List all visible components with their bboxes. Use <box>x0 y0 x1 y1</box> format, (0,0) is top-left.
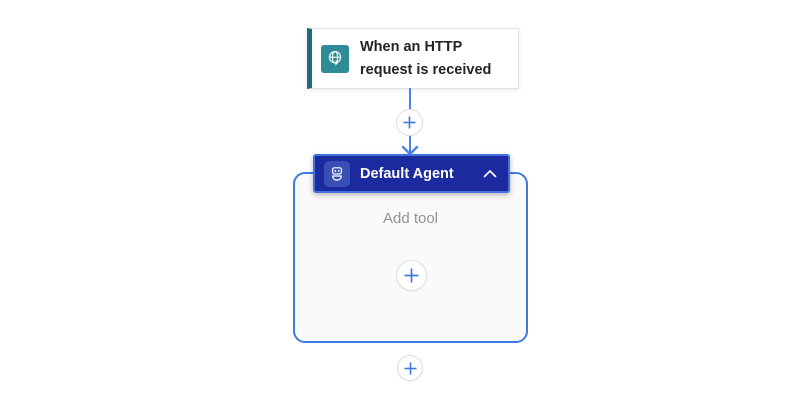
collapse-agent-button[interactable] <box>481 167 499 180</box>
plus-icon <box>403 116 416 129</box>
http-request-globe-icon <box>321 44 349 73</box>
insert-step-button[interactable] <box>396 109 423 136</box>
add-tool-placeholder: Add tool <box>382 210 439 227</box>
add-tool-button[interactable] <box>396 260 427 291</box>
trigger-card-http-request[interactable]: When an HTTP request is received <box>307 28 519 89</box>
agent-card-header[interactable]: Default Agent <box>313 154 510 193</box>
plus-icon <box>404 362 416 374</box>
agent-robot-icon <box>324 160 350 187</box>
chevron-up-icon <box>483 170 497 178</box>
trigger-card-title: When an HTTP request is received <box>360 38 492 78</box>
agent-card-title: Default Agent <box>360 165 454 182</box>
insert-step-after-agent-button[interactable] <box>397 355 423 381</box>
agent-scope-container: Add tool <box>293 172 528 343</box>
plus-icon <box>404 268 419 283</box>
